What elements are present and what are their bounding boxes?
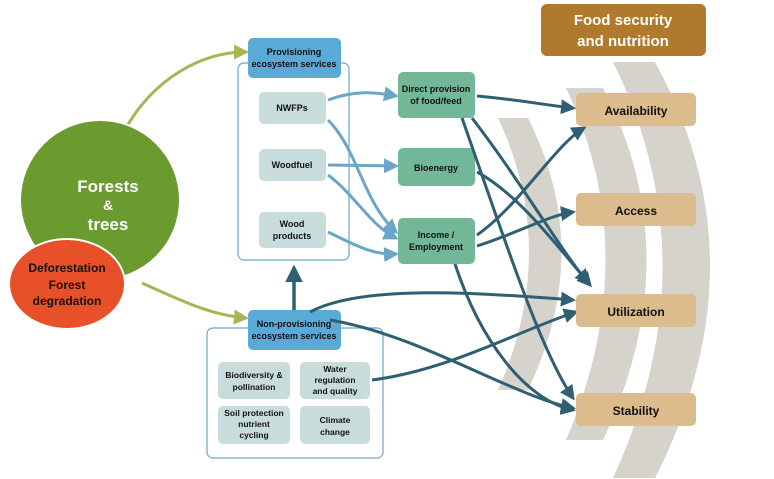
water-line3: and quality [313,386,358,396]
direct-provision-line1: Direct provision [402,84,471,94]
wood-products-line2: products [273,231,312,241]
direct-provision-line2: of food/feed [410,96,462,106]
arrow-nonprov-utilization [309,291,576,314]
stability-label: Stability [613,404,660,418]
forests-line1: Forests [77,177,138,196]
deforestation-line2: Forest [49,278,86,292]
arrow-woodfuel-bioenergy [327,158,399,174]
outputs-group: Direct provision of food/feed Bioenergy … [398,72,475,264]
arrow-nwfps-income [326,118,399,235]
income-line2: Employment [409,242,463,252]
water-line1: Water [323,364,347,374]
access-box [576,193,696,226]
income-line1: Income / [418,230,455,240]
dark-arrows [285,94,592,415]
nwfps-label: NWFPs [276,103,308,113]
arrow-income-availability [476,126,587,237]
arrow-direct-availability [476,94,576,115]
non-provisioning-group: Non-provisioning ecosystem services Biod… [206,310,384,459]
deforestation-line3: degradation [33,294,102,308]
title-line1: Food security [574,12,673,29]
provisioning-group: Provisioning ecosystem services NWFPs Wo… [237,38,350,261]
availability-label: Availability [605,104,668,118]
deforestation-line1: Deforestation [28,261,105,275]
water-box [300,362,370,399]
utilization-box [576,294,696,327]
non-provisioning-header-line1: Non-provisioning [257,319,332,329]
soil-line3: cycling [239,430,268,440]
title-box: Food security and nutrition [541,4,706,56]
provisioning-header [248,38,341,78]
forests-line2: & [103,197,113,213]
nwfps-box [259,92,326,124]
title-line2: and nutrition [577,33,669,50]
non-provisioning-header-line2: ecosystem services [251,331,336,341]
dimensions-group: Availability Access Utilization Stabilit… [576,93,696,426]
provisioning-header-line2: ecosystem services [251,59,336,69]
arrow-income-access [476,206,576,248]
bioenergy-label: Bioenergy [414,163,458,173]
biodiversity-line2: pollination [233,382,276,392]
biodiversity-box [218,362,290,399]
utilization-label: Utilization [607,305,664,319]
arrow-nwfps-direct [327,86,399,102]
wood-products-box [259,212,326,248]
arc-2 [566,88,647,440]
bioenergy-box [398,148,475,186]
soil-line1: Soil protection [224,408,284,418]
soil-box [218,406,290,444]
direct-provision-box [398,72,475,118]
arrow-nonprov-stability [329,318,576,413]
access-label: Access [615,204,657,218]
water-line2: regulation [314,375,355,385]
arc-3 [613,62,710,478]
climate-box [300,406,370,444]
biodiversity-line1: Biodiversity & [225,370,282,380]
arrow-woodproducts-income [327,230,399,262]
arrow-water-utilization [371,308,579,382]
forests-line3: trees [88,215,129,234]
non-provisioning-header [248,310,341,350]
climate-line2: change [320,427,350,437]
soil-line2: nutrient [238,419,270,429]
deforestation-ellipse: Deforestation Forest degradation [8,238,126,330]
wood-products-line1: Wood [280,219,305,229]
arrow-woodfuel-income [327,173,399,240]
provisioning-header-line1: Provisioning [267,47,322,57]
woodfuel-label: Woodfuel [272,160,313,170]
woodfuel-box [259,149,326,181]
light-arrows [326,86,399,262]
stability-box [576,393,696,426]
climate-line1: Climate [320,415,351,425]
arrow-forest-to-nonprovisioning [141,281,249,325]
arrow-forest-to-provisioning [120,44,249,136]
income-box [398,218,475,264]
arrow-direct-stability [460,117,575,401]
availability-box [576,93,696,126]
